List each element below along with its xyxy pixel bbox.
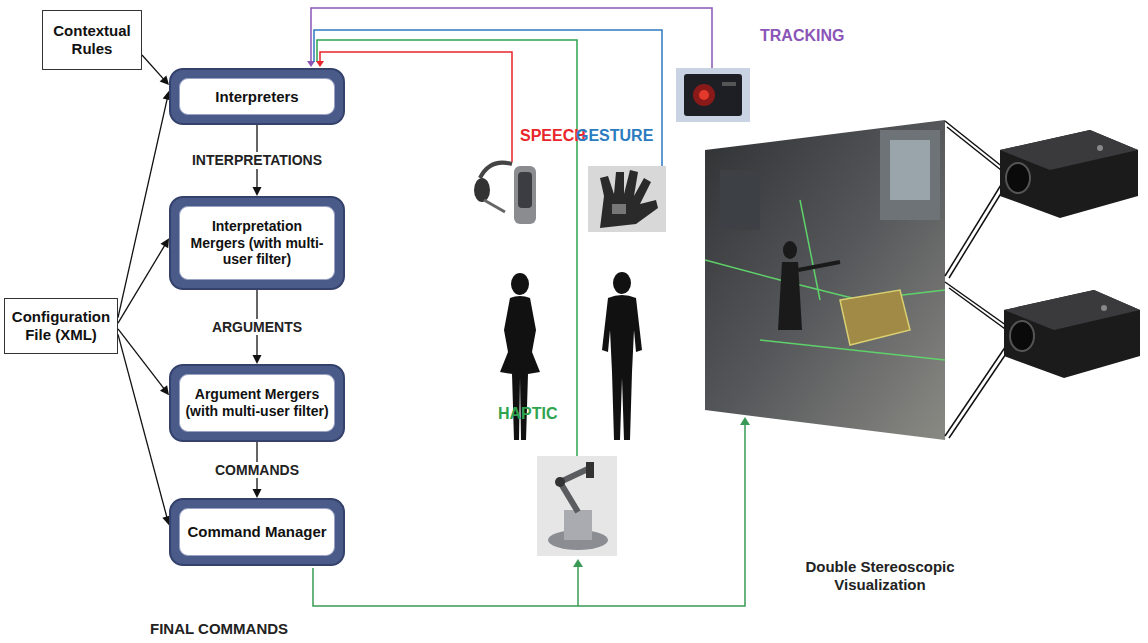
signal-label: TRACKING: [760, 26, 844, 45]
arrow-head: [253, 489, 262, 498]
projector: [1004, 290, 1140, 378]
edge-label: ARGUMENTS: [209, 319, 305, 336]
connector-line: [142, 55, 165, 81]
flow-arrow: [118, 334, 171, 525]
node-text: Command Manager: [184, 523, 330, 541]
arrow-head: [161, 238, 169, 248]
gesture-line: [314, 30, 662, 168]
module-frame: Argument Mergers (with multi-user filter…: [169, 364, 345, 442]
module-inner: Argument Mergers (with multi-user filter…: [179, 374, 335, 432]
gesture-glove: [588, 166, 666, 232]
module-frame: Interpreters: [169, 68, 345, 125]
signal-label: HAPTIC: [498, 404, 558, 423]
node-text: Contextual Rules: [47, 22, 137, 58]
flow-arrow: [118, 91, 171, 318]
flow-arrow: [118, 238, 169, 323]
haptic-line: [317, 40, 577, 458]
module-inner: Command Manager: [179, 508, 335, 556]
speech-headset: [474, 163, 536, 224]
tracking-camera: [676, 68, 750, 122]
node-text: Interpretation Mergers (with multi-user …: [184, 218, 330, 268]
edge-label: COMMANDS: [212, 462, 302, 479]
arrow-head: [253, 355, 262, 364]
node-text: Argument Mergers (with multi-user filter…: [184, 386, 330, 420]
connector-line: [118, 97, 168, 318]
user-silhouette: [602, 272, 642, 440]
node-text: Configuration File (XML): [9, 308, 113, 344]
caption-label: Double Stereoscopic Visualization: [792, 558, 968, 594]
arrow-head: [160, 75, 169, 85]
node-text: Interpreters: [184, 88, 330, 106]
projection-screen: [705, 120, 945, 440]
signal-label: SPEECH: [520, 126, 586, 145]
flow-label: FINAL COMMANDS: [150, 620, 288, 638]
speech-line: [316, 52, 512, 162]
haptic-device: [537, 456, 617, 556]
input-box: Configuration File (XML): [4, 298, 118, 354]
module-inner: Interpreters: [179, 78, 335, 115]
module-frame: Interpretation Mergers (with multi-user …: [169, 196, 345, 290]
connector-line: [118, 243, 166, 323]
projector: [1000, 130, 1138, 218]
signal-label: GESTURE: [576, 126, 653, 145]
module-inner: Interpretation Mergers (with multi-user …: [179, 206, 335, 280]
connector-line: [118, 334, 167, 519]
flow-arrow: [142, 55, 169, 85]
final-commands-line: [313, 417, 750, 606]
arrow-head: [253, 187, 262, 196]
arrow-head: [160, 385, 169, 395]
input-box: Contextual Rules: [42, 10, 142, 70]
module-frame: Command Manager: [169, 498, 345, 566]
edge-label: INTERPRETATIONS: [189, 152, 325, 169]
